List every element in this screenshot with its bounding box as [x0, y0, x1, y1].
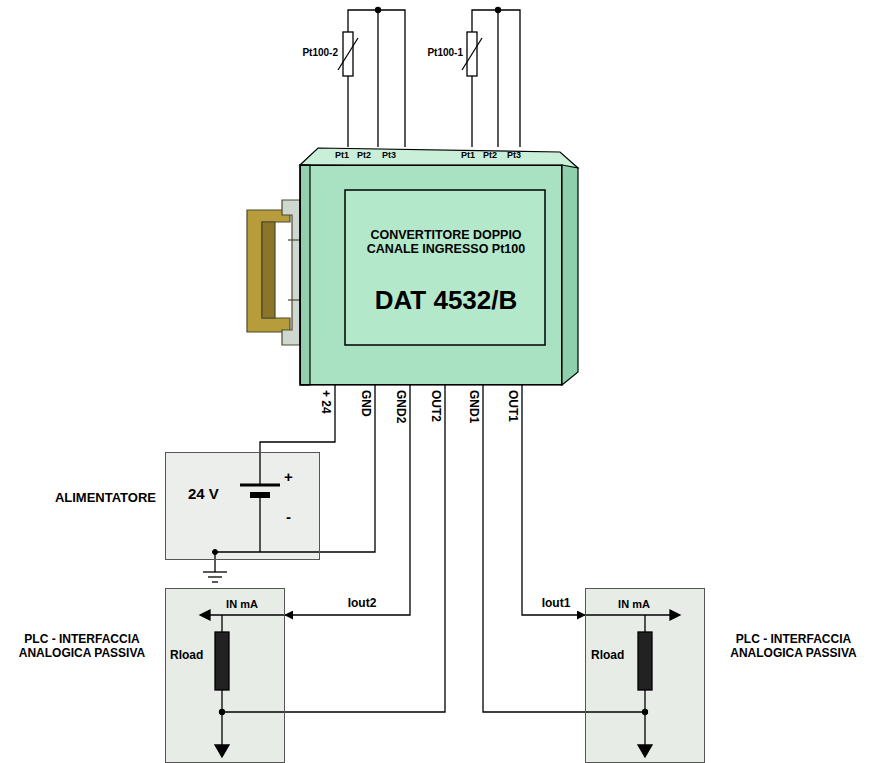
sensor-label: Pt100-1: [427, 47, 463, 58]
current-label: Iout2: [346, 597, 379, 610]
terminal-label: Pt2: [483, 151, 497, 161]
terminal-label: Pt1: [335, 151, 349, 161]
converter-housing: [300, 148, 578, 385]
supply-fill: [165, 452, 320, 560]
sensor-label: Pt100-2: [302, 47, 338, 58]
polarity-sign: -: [286, 508, 300, 525]
din-rail: [247, 200, 300, 345]
plc-fill: [165, 588, 285, 763]
resistor-label: Rload: [170, 649, 214, 663]
pin-label: + 24: [319, 390, 332, 414]
input-label: IN mA: [606, 598, 662, 611]
ground-symbol: [203, 552, 227, 582]
input-label: IN mA: [214, 598, 270, 611]
pin-label: GND2: [394, 390, 407, 423]
pin-label: OUT1: [506, 390, 519, 422]
pin-label: GND1: [467, 390, 480, 423]
current-label: Iout1: [540, 597, 573, 610]
plc-input-circuit: [585, 610, 680, 757]
plc-input-circuit: [200, 610, 285, 757]
resistor-label: Rload: [591, 649, 635, 663]
wire-connector: [285, 385, 410, 615]
pt100-sensor: [338, 8, 405, 148]
pt100-sensor: [462, 8, 520, 148]
wire-connector: [483, 385, 585, 712]
plc-analog-input: PLC - INTERFACCIA ANALOGICA PASSIVAIN mA…: [165, 588, 285, 763]
terminal-label: Pt3: [382, 151, 396, 161]
model-name: DAT 4532/B: [346, 286, 546, 316]
module-description: CONVERTITORE DOPPIO CANALE INGRESSO Pt10…: [346, 228, 546, 257]
pin-label: OUT2: [429, 390, 442, 422]
power-supply-box: ALIMENTATORE24 V+-: [165, 452, 320, 560]
terminal-label: Pt1: [461, 151, 475, 161]
battery-symbol: [213, 452, 321, 555]
wire-connector: [260, 385, 335, 452]
plc-heading: PLC - INTERFACCIA ANALOGICA PASSIVA: [6, 633, 158, 661]
terminal-label: Pt2: [357, 151, 371, 161]
terminal-label: Pt3: [507, 151, 521, 161]
wire-connector: [285, 385, 445, 712]
plc-fill: [585, 588, 705, 763]
polarity-sign: +: [284, 468, 298, 485]
pin-label: GND: [359, 390, 372, 417]
converter-module: CONVERTITORE DOPPIO CANALE INGRESSO Pt10…: [300, 165, 562, 385]
plc-heading: PLC - INTERFACCIA ANALOGICA PASSIVA: [716, 633, 871, 661]
plc-analog-input: PLC - INTERFACCIA ANALOGICA PASSIVAIN mA…: [585, 588, 705, 763]
wire-connector: [522, 385, 585, 615]
supply-heading: ALIMENTATORE: [16, 491, 156, 506]
voltage-label: 24 V: [188, 485, 238, 502]
